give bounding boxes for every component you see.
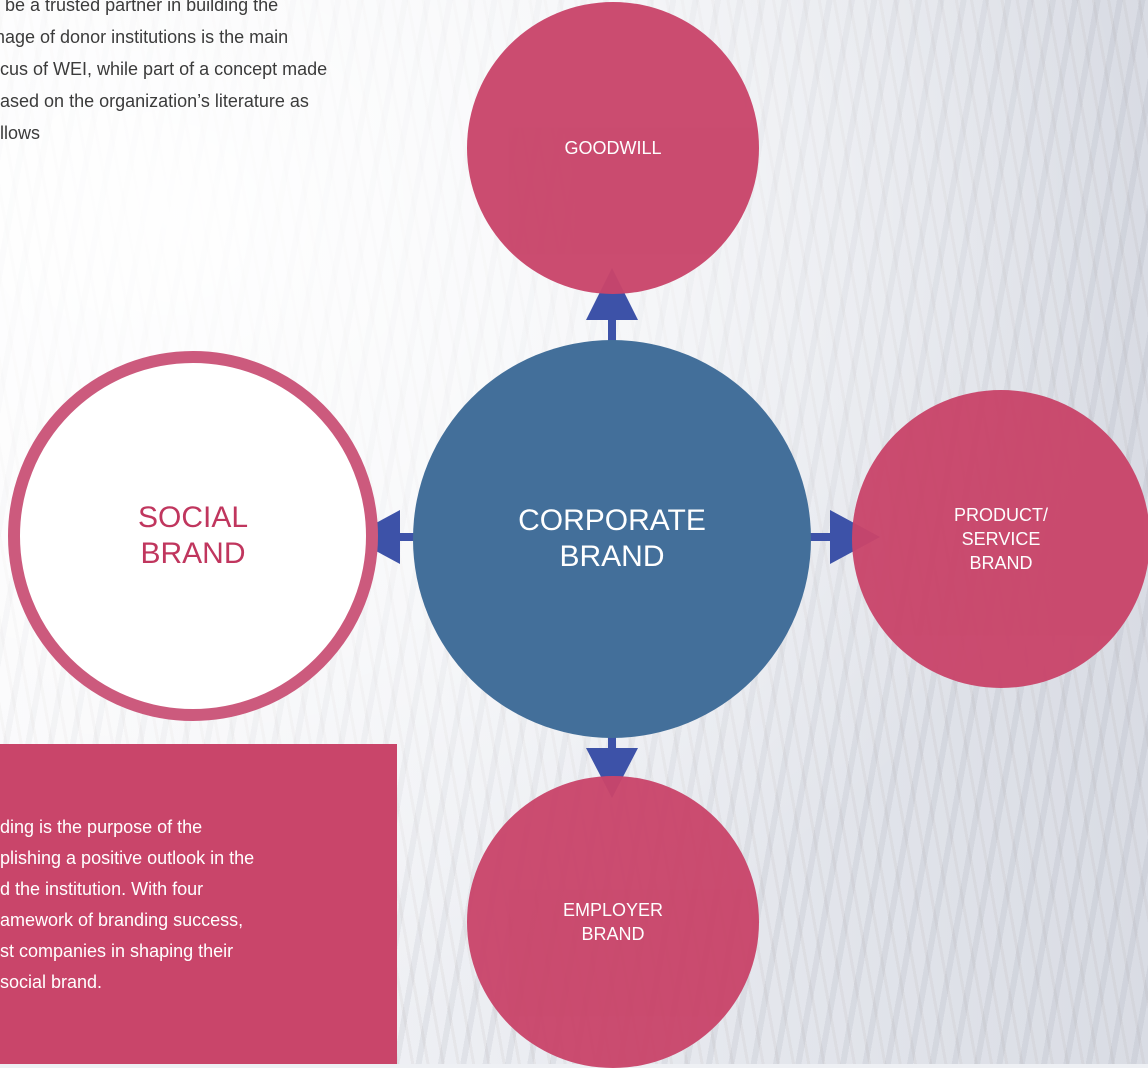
right-connector [805, 533, 835, 541]
intro-line: ocus of WEI, while part of a concept mad… [0, 59, 328, 79]
employer-brand-circle: EMPLOYER BRAND [467, 776, 759, 1068]
info-line: d the institution. With four [0, 879, 204, 899]
goodwill-label: GOODWILL [564, 138, 662, 158]
info-box [0, 744, 397, 1064]
left-connector [393, 533, 423, 541]
social-brand-label: SOCIAL BRAND [137, 501, 249, 570]
info-box-text: ding is the purpose of the plishing a po… [0, 812, 397, 998]
employer-brand-label: EMPLOYER BRAND [562, 900, 664, 944]
product-service-brand-circle: PRODUCT/ SERVICE BRAND [852, 390, 1148, 688]
goodwill-circle: GOODWILL [467, 2, 759, 294]
product-service-brand-label: PRODUCT/ SERVICE BRAND [954, 505, 1048, 573]
down-arrowhead [586, 748, 638, 798]
info-line: st companies in shaping their [0, 941, 234, 961]
info-line: social brand. [0, 972, 103, 992]
down-connector [608, 728, 616, 758]
info-line: plishing a positive outlook in the [0, 848, 255, 868]
info-line: ding is the purpose of the [0, 817, 203, 837]
corporate-brand-circle: CORPORATE BRAND [413, 340, 811, 738]
intro-line: mage of donor institutions is the main [0, 27, 289, 47]
up-arrowhead [586, 268, 638, 320]
intro-paragraph: o be a trusted partner in building the m… [0, 0, 400, 149]
corporate-brand-label: CORPORATE BRAND [518, 504, 706, 573]
up-connector [608, 318, 616, 348]
info-line: amework of branding success, [0, 910, 244, 930]
intro-line: ollows [0, 123, 41, 143]
social-brand-circle: SOCIAL BRAND [8, 351, 378, 721]
intro-line: based on the organization’s literature a… [0, 91, 309, 111]
intro-line: o be a trusted partner in building the [0, 0, 279, 15]
